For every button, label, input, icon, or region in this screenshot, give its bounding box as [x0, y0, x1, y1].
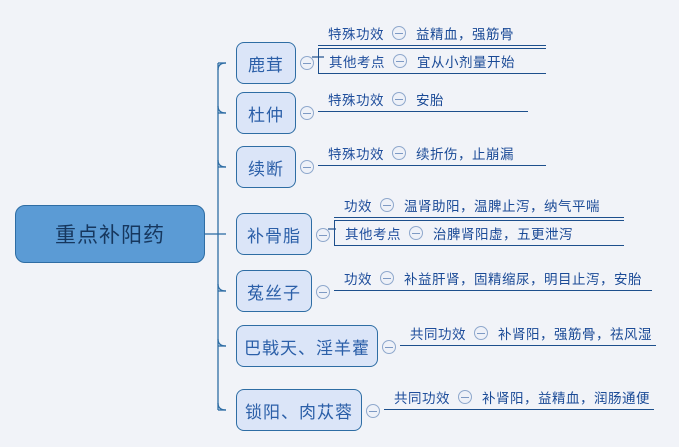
detail-row-0-1[interactable]: 其他考点 宜从小剂量开始: [318, 48, 546, 74]
detail-label-0-1: 其他考点: [329, 55, 385, 70]
branch-label-4: 菟丝子: [247, 283, 301, 303]
detail-group-0: 特殊功效 益精血，强筋骨 其他考点 宜从小剂量开始: [318, 20, 546, 74]
collapse-icon-branch-4[interactable]: [316, 285, 330, 299]
root-label: 重点补阳药: [55, 224, 165, 247]
collapse-icon-branch-6[interactable]: [366, 404, 380, 418]
detail-label-1-0: 特殊功效: [328, 93, 384, 108]
branch-node-2[interactable]: 续断: [236, 146, 296, 188]
collapse-icon-branch-5[interactable]: [382, 340, 396, 354]
collapse-icon-0-1[interactable]: [393, 54, 407, 68]
detail-group-4: 功效 补益肝肾，固精缩尿，明目止泻，安胎: [334, 265, 652, 291]
collapse-icon-0-0[interactable]: [392, 26, 406, 40]
detail-group-6: 共同功效 补肾阳，益精血，润肠通便: [384, 384, 654, 410]
branch-label-3: 补骨脂: [247, 226, 301, 246]
detail-group-2: 特殊功效 续折伤，止崩漏: [318, 140, 546, 166]
detail-value-3-0: 温肾助阳，温脾止泻，纳气平喘: [404, 199, 600, 214]
root-node[interactable]: 重点补阳药: [15, 205, 205, 263]
branch-node-1[interactable]: 杜仲: [236, 92, 296, 134]
detail-value-2-0: 续折伤，止崩漏: [416, 147, 514, 162]
row-underline-2-0: [318, 165, 546, 166]
detail-row-4-0[interactable]: 功效 补益肝肾，固精缩尿，明目止泻，安胎: [334, 265, 652, 291]
branch-node-5[interactable]: 巴戟天、淫羊藿: [236, 325, 378, 367]
detail-value-4-0: 补益肝肾，固精缩尿，明目止泻，安胎: [404, 272, 642, 287]
row-underline-5-0: [400, 345, 656, 346]
detail-row-2-0[interactable]: 特殊功效 续折伤，止崩漏: [318, 140, 546, 166]
collapse-icon-3-1[interactable]: [409, 226, 423, 240]
detail-label-0-0: 特殊功效: [328, 27, 384, 42]
branch-node-6[interactable]: 锁阳、肉苁蓉: [236, 389, 362, 431]
detail-row-1-0[interactable]: 特殊功效 安胎: [318, 86, 528, 112]
branch-node-0[interactable]: 鹿茸: [236, 42, 296, 84]
collapse-icon-2-0[interactable]: [392, 146, 406, 160]
collapse-icon-6-0[interactable]: [458, 390, 472, 404]
detail-value-1-0: 安胎: [416, 93, 444, 108]
branch-node-3[interactable]: 补骨脂: [236, 213, 312, 255]
detail-row-5-0[interactable]: 共同功效 补肾阳，强筋骨，祛风湿: [400, 320, 656, 346]
branch-label-6: 锁阳、肉苁蓉: [245, 402, 353, 422]
detail-group-1: 特殊功效 安胎: [318, 86, 528, 112]
detail-group-3: 功效 温肾助阳，温脾止泻，纳气平喘 其他考点 治脾肾阳虚，五更泄泻: [334, 192, 624, 246]
collapse-icon-4-0[interactable]: [380, 271, 394, 285]
detail-label-3-0: 功效: [344, 199, 372, 214]
branch-label-5: 巴戟天、淫羊藿: [244, 338, 370, 358]
detail-row-6-0[interactable]: 共同功效 补肾阳，益精血，润肠通便: [384, 384, 654, 410]
collapse-icon-branch-2[interactable]: [300, 160, 314, 174]
branch-label-0: 鹿茸: [248, 55, 284, 75]
detail-group-5: 共同功效 补肾阳，强筋骨，祛风湿: [400, 320, 656, 346]
branch-node-4[interactable]: 菟丝子: [236, 270, 312, 312]
detail-value-5-0: 补肾阳，强筋骨，祛风湿: [498, 327, 652, 342]
row-underline-6-0: [384, 409, 654, 410]
detail-label-6-0: 共同功效: [394, 391, 450, 406]
row-underline-0-0: [318, 45, 546, 46]
collapse-icon-5-0[interactable]: [474, 326, 488, 340]
row-underline-4-0: [334, 290, 652, 291]
detail-value-3-1: 治脾肾阳虚，五更泄泻: [433, 227, 573, 242]
collapse-icon-branch-3[interactable]: [316, 228, 330, 242]
row-underline-3-0: [334, 217, 624, 218]
collapse-icon-3-0[interactable]: [380, 198, 394, 212]
detail-value-0-0: 益精血，强筋骨: [416, 27, 514, 42]
branch-label-2: 续断: [248, 159, 284, 179]
detail-value-0-1: 宜从小剂量开始: [417, 55, 515, 70]
row-underline-1-0: [318, 111, 528, 112]
detail-label-5-0: 共同功效: [410, 327, 466, 342]
detail-row-3-1[interactable]: 其他考点 治脾肾阳虚，五更泄泻: [334, 220, 624, 246]
detail-label-4-0: 功效: [344, 272, 372, 287]
detail-label-3-1: 其他考点: [345, 227, 401, 242]
detail-label-2-0: 特殊功效: [328, 147, 384, 162]
detail-row-0-0[interactable]: 特殊功效 益精血，强筋骨: [318, 20, 546, 46]
branch-label-1: 杜仲: [248, 105, 284, 125]
collapse-icon-branch-1[interactable]: [300, 106, 314, 120]
collapse-icon-1-0[interactable]: [392, 92, 406, 106]
detail-row-3-0[interactable]: 功效 温肾助阳，温脾止泻，纳气平喘: [334, 192, 624, 218]
collapse-icon-branch-0[interactable]: [300, 56, 314, 70]
detail-value-6-0: 补肾阳，益精血，润肠通便: [482, 391, 650, 406]
